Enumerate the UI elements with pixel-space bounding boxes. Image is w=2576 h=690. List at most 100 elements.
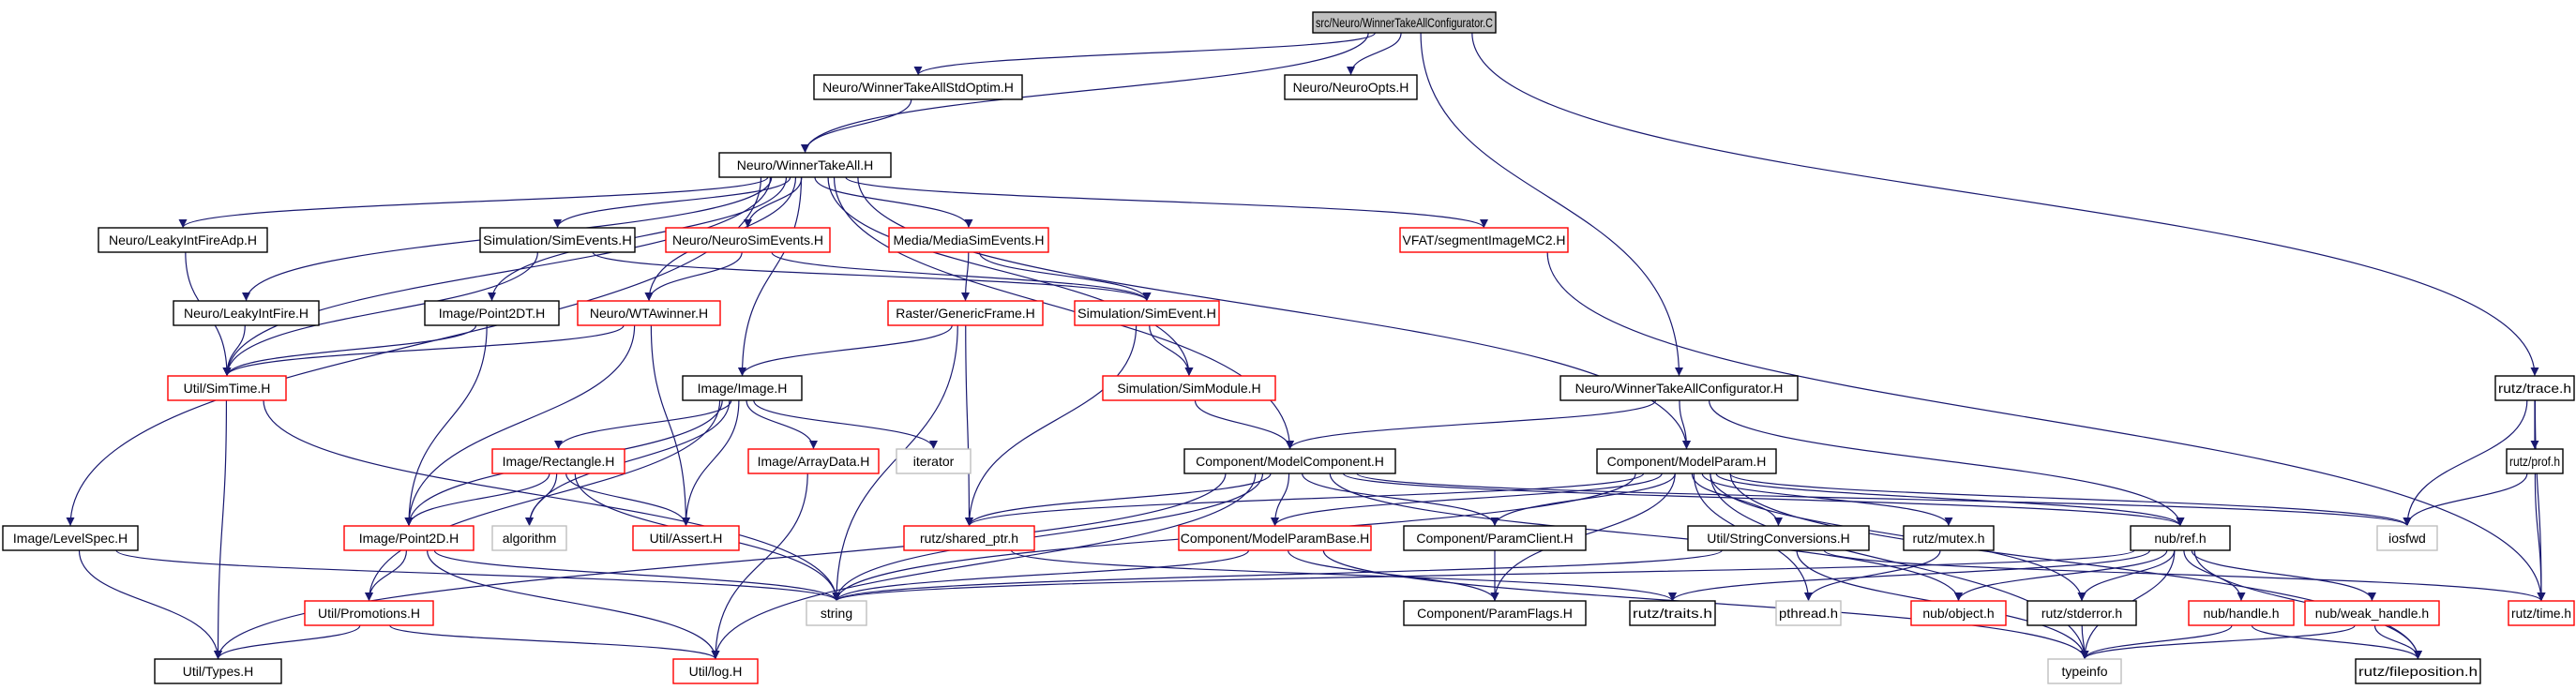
edge-nubref-to-string xyxy=(832,549,2135,602)
node-neuro-winnertakeallconfigurator-h[interactable]: Neuro/WinnerTakeAllConfigurator.H xyxy=(1559,375,1799,401)
node-image-image-h[interactable]: Image/Image.H xyxy=(682,375,803,401)
edge-wtawinner-to-simtime xyxy=(222,324,625,377)
node-simulation-simevents-h[interactable]: Simulation/SimEvents.H xyxy=(479,227,636,253)
node-util-types-h[interactable]: Util/Types.H xyxy=(154,658,282,684)
node-raster-genericframe-h[interactable]: Raster/GenericFrame.H xyxy=(887,300,1044,326)
node-neuro-winnertakeallstdoptim-h[interactable]: Neuro/WinnerTakeAllStdOptim.H xyxy=(813,74,1023,100)
edge-strconv-to-string xyxy=(832,549,1723,602)
node-rutz-fileposition-h[interactable]: rutz/fileposition.h xyxy=(2355,658,2481,684)
node-component-modelparambase-h[interactable]: Component/ModelParamBase.H xyxy=(1178,525,1372,551)
node-label: Neuro/NeuroSimEvents.H xyxy=(672,232,823,248)
node-util-simtime-h[interactable]: Util/SimTime.H xyxy=(167,375,287,401)
edge-point2dt-to-simtime xyxy=(222,324,477,377)
node-rutz-shared-ptr-h[interactable]: rutz/shared_ptr.h xyxy=(903,525,1035,551)
node-box xyxy=(2508,600,2575,626)
node-label: Neuro/LeakyIntFireAdp.H xyxy=(109,232,257,248)
node-label: rutz/stderror.h xyxy=(2041,606,2122,621)
node-box xyxy=(154,658,282,684)
edge-image-to-assert xyxy=(682,399,740,527)
edge-simtime-to-types xyxy=(214,399,228,660)
dependency-edges xyxy=(66,32,2546,660)
edge-modelcomp-to-iosfwd xyxy=(1356,472,2412,527)
node-simulation-simmodule-h[interactable]: Simulation/SimModule.H xyxy=(1102,375,1276,401)
node-iosfwd: iosfwd xyxy=(2376,525,2438,551)
edge-trace-to-iosfwd xyxy=(2403,399,2528,527)
edge-leaky-to-simtime xyxy=(222,324,246,377)
node-box xyxy=(896,448,972,474)
node-util-log-h[interactable]: Util/log.H xyxy=(672,658,759,684)
node-neuro-wtawinner-h[interactable]: Neuro/WTAwinner.H xyxy=(577,300,721,326)
node-util-stringconversions-h[interactable]: Util/StringConversions.H xyxy=(1687,525,1870,551)
edge-simtime-to-string xyxy=(263,399,841,602)
edge-wta-to-leakyadp xyxy=(178,176,769,229)
node-box xyxy=(887,300,1044,326)
node-label: Component/ParamClient.H xyxy=(1416,531,1573,546)
node-nub-object-h[interactable]: nub/object.h xyxy=(1910,600,2007,626)
node-rutz-mutex-h[interactable]: rutz/mutex.h xyxy=(1903,525,1995,551)
node-rutz-time-h[interactable]: rutz/time.h xyxy=(2508,600,2575,626)
node-box xyxy=(1629,600,1716,626)
edge-modelcomp-to-paramclient xyxy=(1302,472,1499,527)
node-rutz-traits-h[interactable]: rutz/traits.h xyxy=(1629,600,1716,626)
edge-weakhandle-to-typeinfo xyxy=(2080,624,2356,660)
node-component-modelcomponent-h[interactable]: Component/ModelComponent.H xyxy=(1183,448,1396,474)
node-nub-weak-handle-h[interactable]: nub/weak_handle.h xyxy=(2304,600,2440,626)
edge-modelparam-to-mutex xyxy=(1701,472,1953,527)
node-image-arraydata-h[interactable]: Image/ArrayData.H xyxy=(747,448,880,474)
node-neuro-leakyintfireadp-h[interactable]: Neuro/LeakyIntFireAdp.H xyxy=(98,227,268,253)
node-nub-handle-h[interactable]: nub/handle.h xyxy=(2188,600,2295,626)
node-label: Util/SimTime.H xyxy=(184,381,271,396)
node-component-paramclient-h[interactable]: Component/ParamClient.H xyxy=(1403,525,1587,551)
node-neuro-winnertakeall-h[interactable]: Neuro/WinnerTakeAll.H xyxy=(718,152,892,178)
node-label: iterator xyxy=(913,454,955,469)
node-box xyxy=(1399,227,1569,253)
node-box xyxy=(1775,600,1842,626)
node-label: nub/handle.h xyxy=(2204,606,2280,621)
edge-genframe-to-image xyxy=(738,324,953,377)
node-algorithm: algorithm xyxy=(491,525,567,551)
node-rutz-stderror-h[interactable]: rutz/stderror.h xyxy=(2026,600,2137,626)
edge-image-to-rectangle xyxy=(554,399,732,450)
edge-levelspec-to-types xyxy=(78,549,222,660)
edge-wta-to-neurosimev xyxy=(744,176,803,229)
edge-point2d-to-log xyxy=(427,549,720,660)
node-nub-ref-h[interactable]: nub/ref.h xyxy=(2130,525,2231,551)
edge-modelparam-to-nubref xyxy=(1715,472,2185,527)
edge-strconv-to-rutztime xyxy=(1823,549,2546,602)
node-label: rutz/trace.h xyxy=(2498,381,2571,396)
node-image-rectangle-h[interactable]: Image/Rectangle.H xyxy=(491,448,625,474)
node-box xyxy=(98,227,268,253)
node-vfat-segmentimagemc2-h[interactable]: VFAT/segmentImageMC2.H xyxy=(1399,227,1569,253)
node-label: Neuro/WinnerTakeAllStdOptim.H xyxy=(822,80,1014,95)
node-label: rutz/mutex.h xyxy=(1912,531,1984,546)
edge-modelcomp-to-nubref xyxy=(1342,472,2185,527)
node-image-point2d-h[interactable]: Image/Point2D.H xyxy=(343,525,475,551)
node-neuro-neuroopts-h[interactable]: Neuro/NeuroOpts.H xyxy=(1284,74,1418,100)
node-util-assert-h[interactable]: Util/Assert.H xyxy=(632,525,740,551)
node-neuro-neurosimevents-h[interactable]: Neuro/NeuroSimEvents.H xyxy=(665,227,831,253)
edge-modelparam-to-mpbase xyxy=(1271,472,1663,527)
node-box xyxy=(1403,525,1587,551)
node-neuro-leakyintfire-h[interactable]: Neuro/LeakyIntFire.H xyxy=(173,300,320,326)
node-box xyxy=(491,448,625,474)
edge-root-to-neuroopts xyxy=(1347,32,1402,76)
node-box xyxy=(2376,525,2438,551)
edge-prof-to-rutztime xyxy=(2534,472,2546,602)
header-nodes: src/Neuro/WinnerTakeAllConfigurator.CNeu… xyxy=(2,11,2575,684)
node-simulation-simevent-h[interactable]: Simulation/SimEvent.H xyxy=(1074,300,1220,326)
node-util-promotions-h[interactable]: Util/Promotions.H xyxy=(304,600,434,626)
node-rutz-prof-h[interactable]: rutz/prof.h xyxy=(2506,448,2564,474)
edge-wta-to-simtime xyxy=(222,176,772,377)
node-image-point2dt-h[interactable]: Image/Point2DT.H xyxy=(424,300,560,326)
edge-wta-to-mediasimev xyxy=(814,176,973,229)
node-image-levelspec-h[interactable]: Image/LevelSpec.H xyxy=(2,525,139,551)
node-media-mediasimevents-h[interactable]: Media/MediaSimEvents.H xyxy=(888,227,1049,253)
node-component-paramflags-h[interactable]: Component/ParamFlags.H xyxy=(1403,600,1587,626)
edge-nubhandle-to-typeinfo xyxy=(2080,624,2233,660)
node-label: typeinfo xyxy=(2061,664,2107,679)
node-rutz-trace-h[interactable]: rutz/trace.h xyxy=(2494,375,2575,401)
node-box xyxy=(343,525,475,551)
edge-neurosimev-to-wtawinner xyxy=(644,251,743,302)
node-component-modelparam-h[interactable]: Component/ModelParam.H xyxy=(1596,448,1777,474)
